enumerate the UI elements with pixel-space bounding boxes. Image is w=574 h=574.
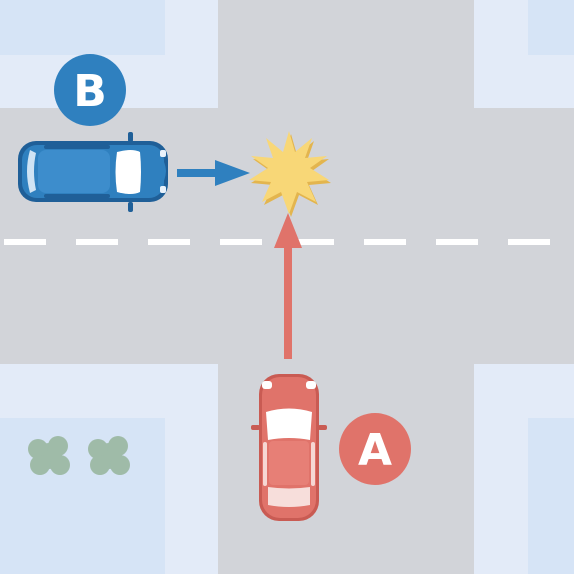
collision-burst-icon bbox=[249, 131, 331, 217]
vehicle-a-badge: A bbox=[339, 413, 411, 485]
vehicle-a-label: A bbox=[358, 425, 392, 476]
arrow-a-path bbox=[274, 213, 302, 359]
block-bottom-right bbox=[474, 364, 574, 574]
arrow-b-path bbox=[177, 160, 250, 186]
vehicle-b-label: B bbox=[73, 66, 107, 117]
car-a bbox=[251, 374, 327, 521]
vehicle-b-badge: B bbox=[54, 54, 126, 126]
tree-1 bbox=[28, 436, 70, 475]
block-top-right bbox=[474, 0, 574, 108]
car-b bbox=[18, 132, 168, 212]
tree-2 bbox=[88, 436, 130, 475]
block-top-left bbox=[0, 0, 218, 108]
